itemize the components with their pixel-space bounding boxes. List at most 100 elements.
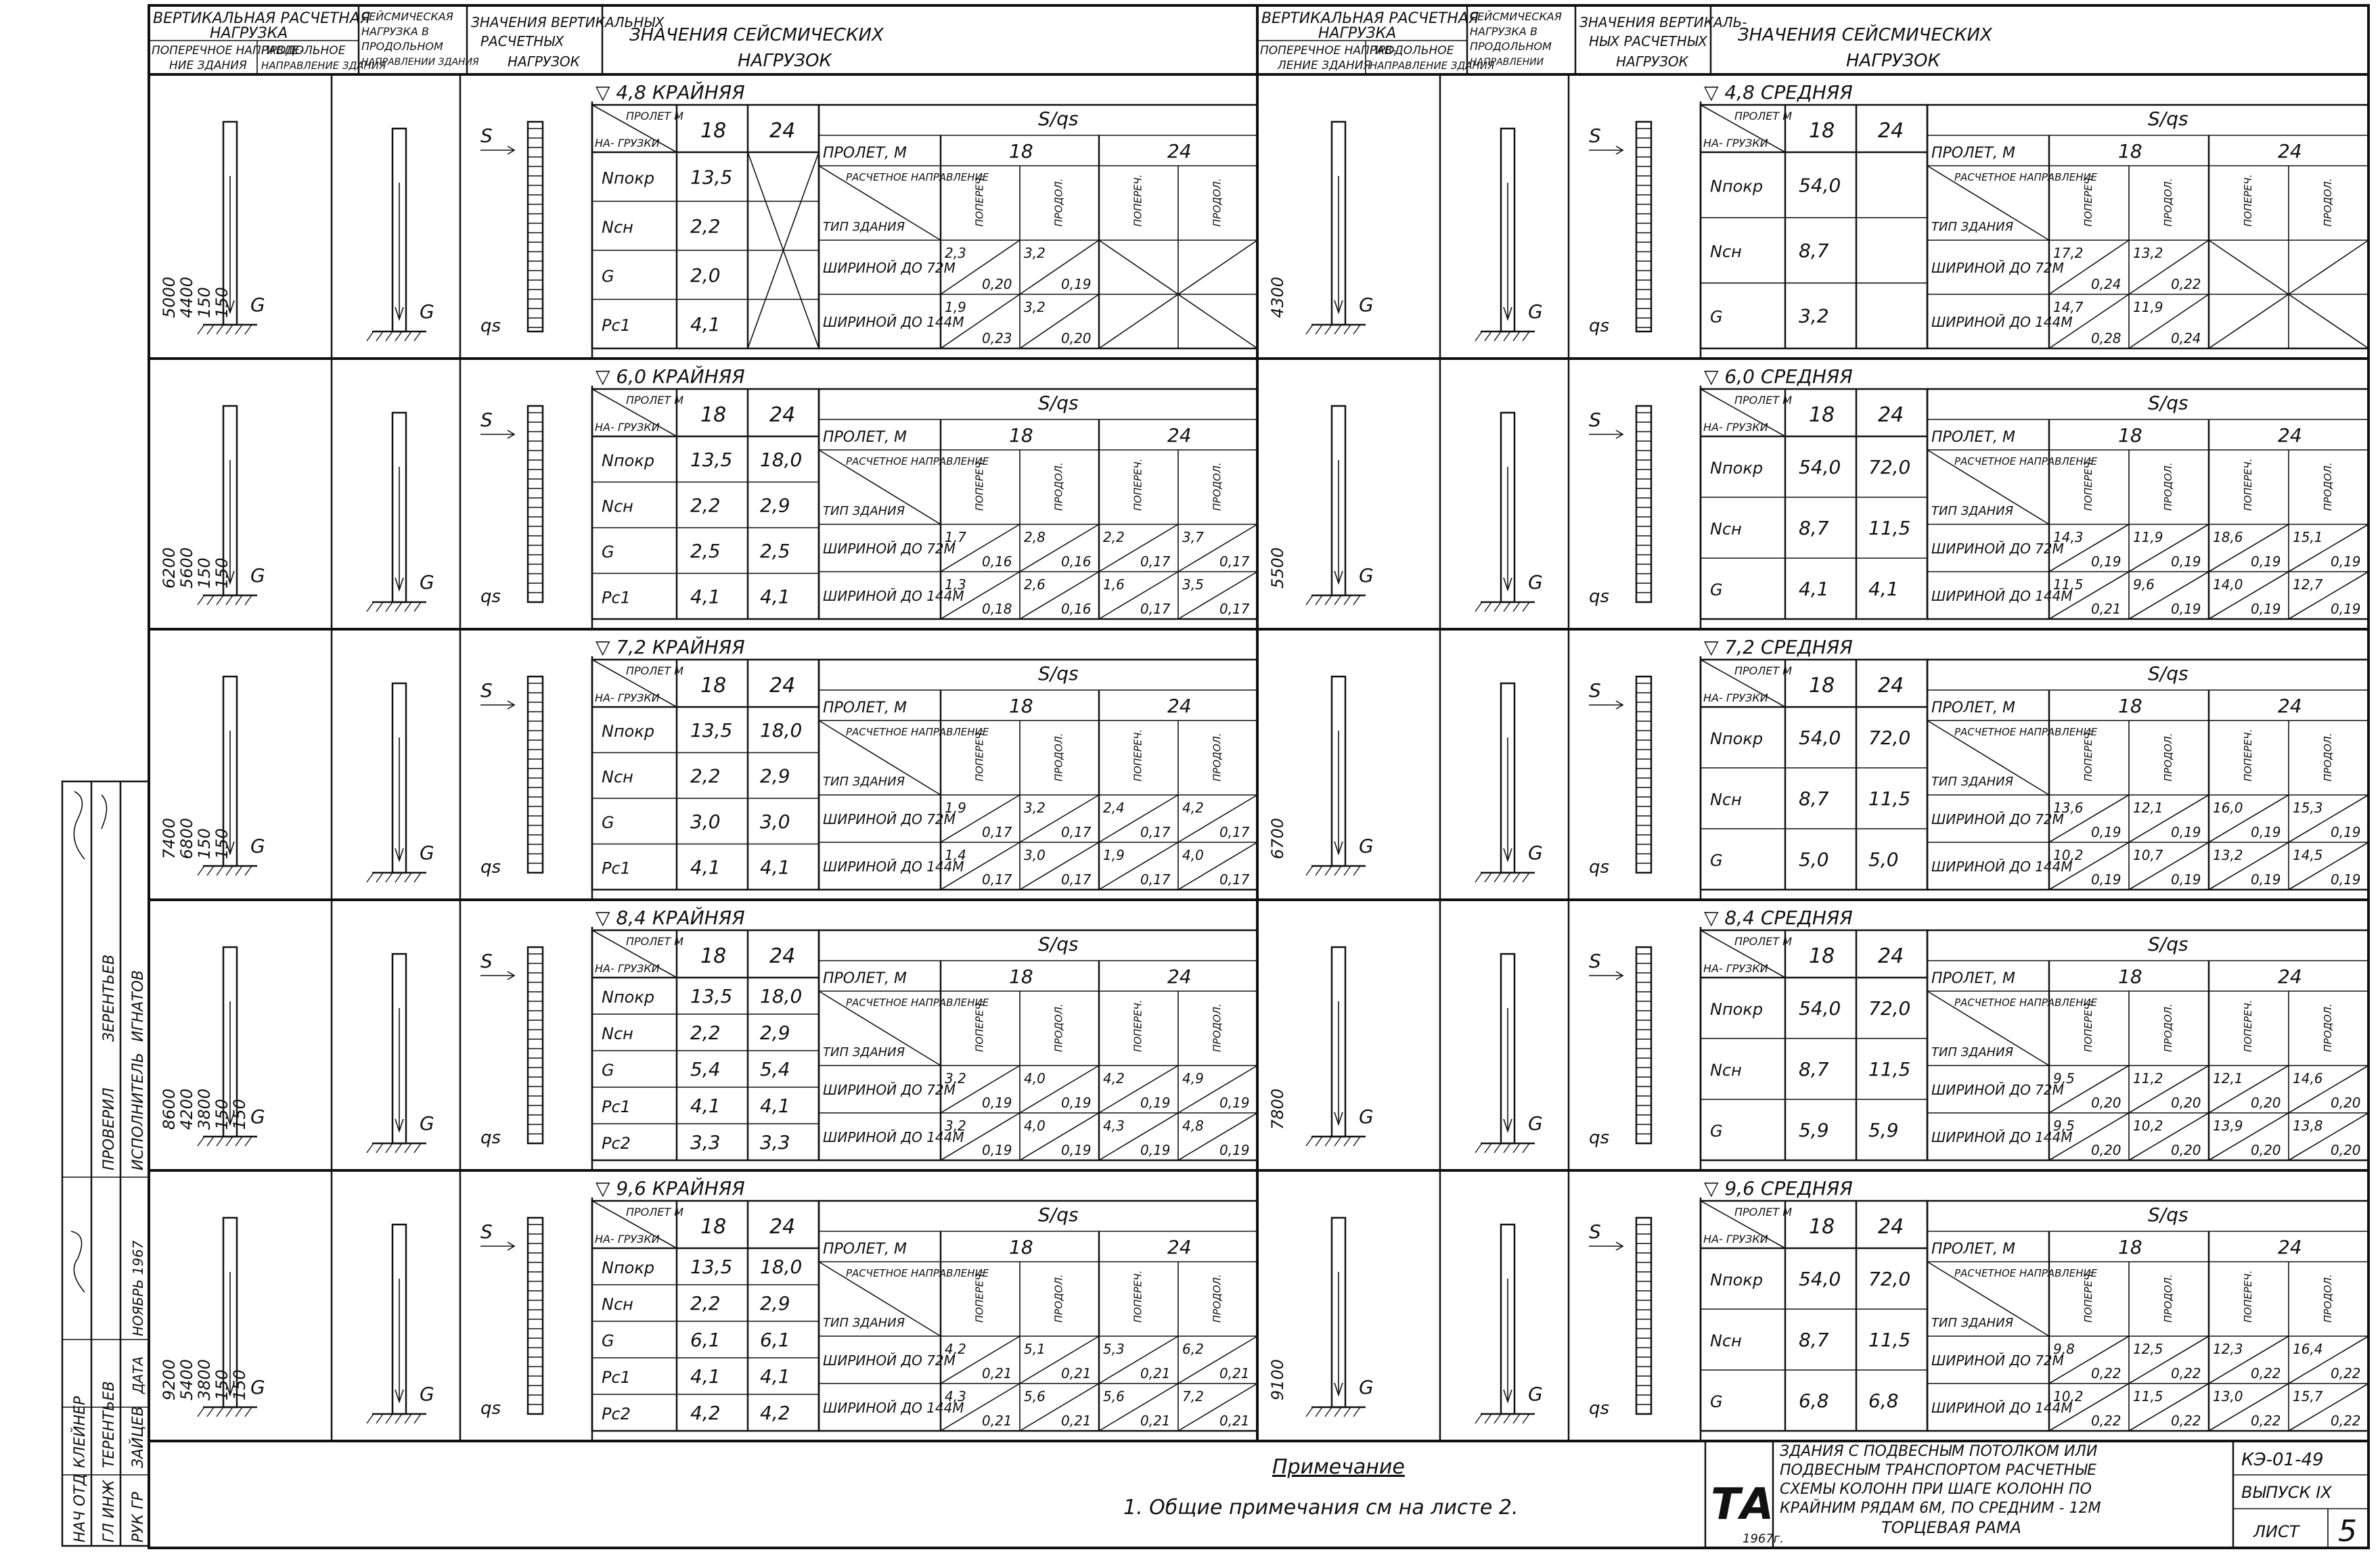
seis-1-1-a: 3,2: [1024, 299, 1046, 315]
label-type-dir: ТИП ЗДАНИЯ: [1931, 220, 2014, 234]
span-24-head: 24: [1878, 1215, 1904, 1239]
stamp-r2n: ТЕРЕНТЬЕВ: [101, 1381, 118, 1468]
span-18-head: 18: [1809, 1215, 1835, 1239]
seismic-column: [1635, 675, 1653, 874]
label-span-small: ПРОЛЕТ М: [626, 110, 683, 122]
seis-0-1-a: 3,2: [1024, 245, 1046, 261]
seis-0-3-a: 15,3: [2293, 800, 2323, 816]
seis-span-24: 24: [1167, 1236, 1192, 1258]
span-18-head: 18: [700, 674, 726, 698]
seis-1-0-b: 0,22: [2091, 1413, 2121, 1429]
label-qs: qs: [480, 1128, 501, 1148]
load-v18-2: 6,8: [1799, 1390, 1829, 1412]
dir-label-0: ПОПЕРЕЧ.: [2082, 175, 2094, 227]
load-name-0: Nпокр: [1710, 1000, 1763, 1019]
label-G: G: [1359, 1105, 1374, 1128]
load-v18-3: 4,1: [690, 1365, 721, 1388]
dir-label-3: ПРОДОЛ.: [2322, 178, 2334, 227]
label-G: G: [1359, 1376, 1374, 1398]
load-v18-0: 13,5: [690, 449, 732, 471]
label-w144: ШИРИНОЙ ДО 144М: [1931, 314, 2073, 330]
dir-label-3: ПРОДОЛ.: [2322, 733, 2334, 781]
load-name-0: Nпокр: [1710, 1271, 1763, 1289]
seis-1-3-b: 0,19: [2331, 871, 2361, 888]
seis-0-3-a: 14,6: [2293, 1070, 2323, 1087]
load-v24-2: 2,5: [760, 540, 790, 562]
dir-label-1: ПРОДОЛ.: [1053, 1274, 1065, 1323]
seis-1-3-a: 4,8: [1182, 1118, 1204, 1134]
span-24-head: 24: [769, 403, 795, 427]
label-G: G: [1359, 564, 1374, 587]
label-G2: G: [420, 1383, 434, 1405]
seis-1-3-b: 0,17: [1219, 601, 1250, 617]
seis-0-2-a: 5,3: [1103, 1341, 1125, 1357]
label-calc-dir: РАСЧЕТНОЕ НАПРАВЛЕНИЕ: [846, 171, 989, 183]
seis-0-1-a: 2,8: [1024, 529, 1046, 545]
seis-1-2-a: 13,2: [2213, 847, 2243, 863]
load-v24-0: 18,0: [760, 985, 802, 1007]
seis-0-3-b: 0,17: [1219, 553, 1250, 570]
seis-1-3-b: 0,19: [2331, 601, 2361, 617]
title-line3: СХЕМЫ КОЛОНН ПРИ ШАГЕ КОЛОНН ПО: [1780, 1481, 2092, 1498]
seis-1-3-a: 7,2: [1182, 1388, 1204, 1404]
span-24-head: 24: [769, 1215, 795, 1239]
load-name-2: G: [1710, 851, 1723, 870]
seis-0-2-b: 0,17: [1140, 824, 1171, 840]
seis-1-0-a: 11,5: [2053, 576, 2084, 593]
seis-1-3-b: 0,19: [1219, 1142, 1250, 1158]
dim-0: 8600: [160, 1089, 179, 1130]
load-v24-0: 72,0: [1868, 456, 1910, 478]
dim-0: 5000: [160, 277, 179, 318]
dim-0: 6700: [1268, 818, 1287, 859]
label-s-qs: S/qs: [1038, 108, 1079, 130]
load-v18-1: 2,2: [690, 1292, 721, 1315]
label-G: G: [250, 835, 265, 857]
row-title: ▽ 4,8 СРЕДНЯЯ: [1704, 81, 1853, 104]
seis-1-0-b: 0,20: [2091, 1142, 2121, 1158]
dim-2: 3800: [195, 1089, 214, 1130]
seis-1-1-b: 0,16: [1061, 601, 1092, 617]
load-v18-0: 13,5: [690, 719, 732, 741]
label-w144: ШИРИНОЙ ДО 144М: [1931, 859, 2073, 875]
dir-label-0: ПОПЕРЕЧ.: [2082, 1000, 2094, 1052]
dir-label-0: ПОПЕРЕЧ.: [974, 1271, 986, 1323]
label-s-qs: S/qs: [1038, 392, 1079, 414]
row-title: ▽ 7,2 СРЕДНЯЯ: [1704, 636, 1853, 658]
hdr-left-col4-l1: ЗНАЧЕНИЯ СЕЙСМИЧЕСКИХ: [629, 24, 884, 45]
stamp-r3: РУК ГР: [130, 1491, 147, 1542]
label-s-qs: S/qs: [1038, 1204, 1079, 1226]
load-v18-0: 13,5: [690, 985, 732, 1007]
hdr-left-col3-l2: РАСЧЕТНЫХ: [480, 33, 565, 49]
load-v24-2: 6,1: [760, 1329, 790, 1351]
dir-label-1: ПРОДОЛ.: [1053, 1003, 1065, 1052]
label-span: ПРОЛЕТ, М: [823, 700, 907, 716]
seis-0-1-b: 0,20: [2171, 1095, 2201, 1111]
label-load-small: НА- ГРУЗКИ: [1703, 421, 1768, 434]
stamp-r3n: ЗАЙЦЕВ: [129, 1406, 147, 1468]
hdr-left-col1-l1: ВЕРТИКАЛЬНАЯ РАСЧЕТНАЯ: [153, 10, 370, 27]
seis-1-2-b: 0,22: [2251, 1413, 2281, 1429]
seismic-column: [526, 1216, 544, 1415]
label-qs: qs: [480, 587, 501, 607]
seis-0-2-a: 16,0: [2213, 800, 2243, 816]
label-s-qs: S/qs: [2148, 1204, 2188, 1226]
seis-1-2-a: 1,9: [1103, 847, 1125, 863]
label-span: ПРОЛЕТ, М: [823, 429, 907, 446]
label-w144: ШИРИНОЙ ДО 144М: [823, 1400, 964, 1416]
load-name-3: Pc1: [602, 316, 631, 335]
hdr-left-col1b-l2: НАПРАВЛЕНИЕ ЗДАНИЯ: [261, 60, 386, 72]
seis-span-18: 18: [2118, 140, 2142, 162]
hdr-right-col1a-l1: ПОПЕРЕЧНОЕ НАПРАВ-: [1260, 44, 1397, 58]
dim-1: 5400: [177, 1359, 196, 1400]
hdr-left-col1a-l1: ПОПЕРЕЧНОЕ НАПРАВЛЕ-: [152, 44, 304, 58]
label-G: G: [1359, 835, 1374, 857]
seis-0-2-b: 0,19: [2251, 553, 2281, 570]
seis-1-1-b: 0,22: [2171, 1413, 2201, 1429]
seis-0-0-a: 2,3: [945, 245, 966, 261]
label-type-dir: ТИП ЗДАНИЯ: [1931, 1045, 2014, 1059]
load-v24-3: 4,1: [760, 585, 790, 608]
seis-0-0-a: 1,9: [945, 800, 966, 816]
span-24-head: 24: [769, 944, 795, 968]
seis-0-0-b: 0,22: [2091, 1365, 2121, 1381]
seis-1-0-b: 0,19: [2091, 871, 2121, 888]
